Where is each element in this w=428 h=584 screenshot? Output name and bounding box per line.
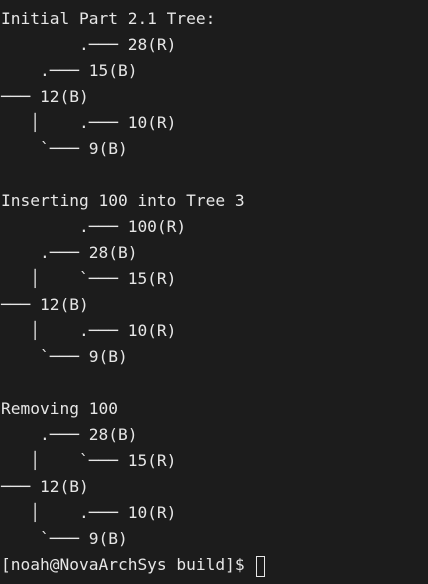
output-line: │ `─── 15(R): [1, 451, 177, 470]
output-line: .─── 28(B): [1, 425, 138, 444]
shell-prompt: [noah@NovaArchSys build]$: [1, 555, 255, 574]
output-line: ─── 12(B): [1, 295, 89, 314]
output-line: ─── 12(B): [1, 87, 89, 106]
output-line: .─── 28(R): [1, 35, 177, 54]
command-prompt-line[interactable]: [noah@NovaArchSys build]$: [1, 552, 428, 578]
output-line: .─── 28(B): [1, 243, 138, 262]
output-line: .─── 15(B): [1, 61, 138, 80]
output-line: Removing 100: [1, 399, 118, 418]
output-line: `─── 9(B): [1, 139, 128, 158]
output-line: [1, 370, 428, 396]
output-line: │ .─── 10(R): [1, 503, 177, 522]
output-line: │ .─── 10(R): [1, 321, 177, 340]
output-line: `─── 9(B): [1, 347, 128, 366]
output-line: │ .─── 10(R): [1, 113, 177, 132]
output-line: `─── 9(B): [1, 529, 128, 548]
output-line: Inserting 100 into Tree 3: [1, 191, 245, 210]
output-line: │ `─── 15(R): [1, 269, 177, 288]
output-line: [1, 162, 428, 188]
output-line: ─── 12(B): [1, 477, 89, 496]
output-line: Initial Part 2.1 Tree:: [1, 9, 216, 28]
text-cursor: [256, 555, 266, 577]
output-line: .─── 100(R): [1, 217, 187, 236]
